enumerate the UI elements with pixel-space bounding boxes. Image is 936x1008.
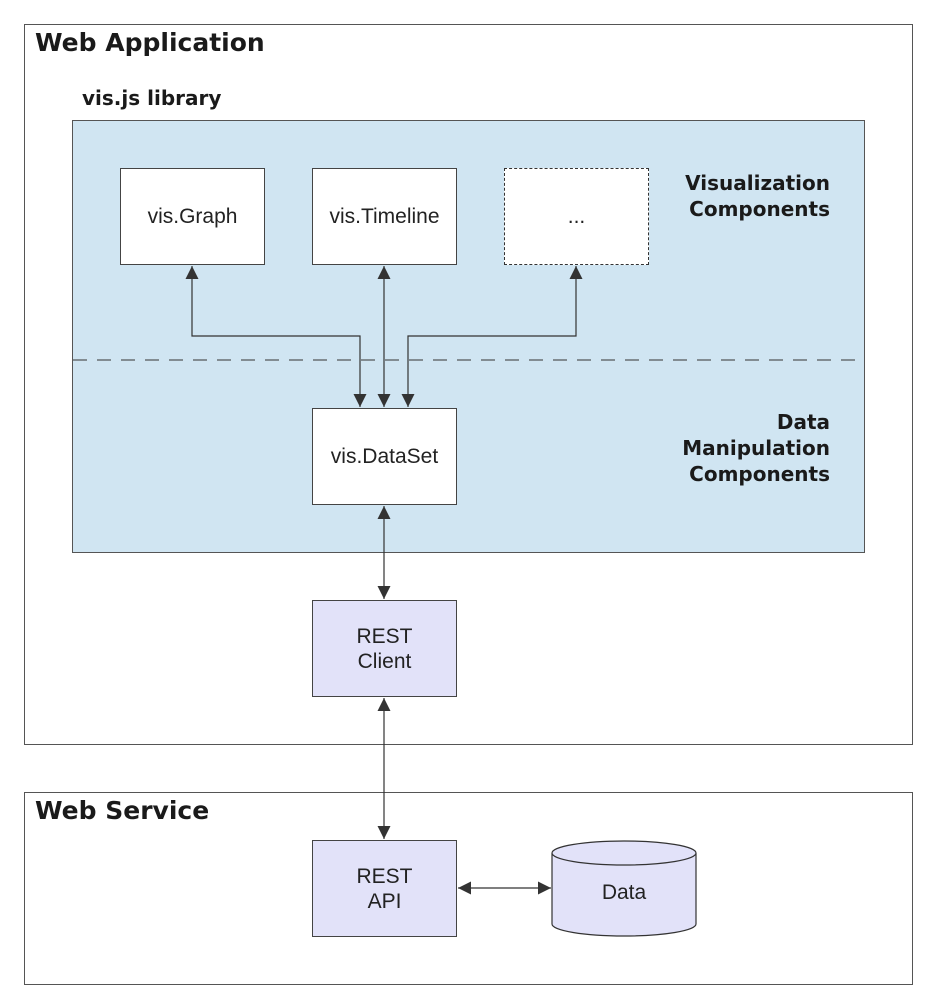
database-icon [551,840,697,937]
rest-client-box: REST Client [312,600,457,697]
rest-api-box: REST API [312,840,457,937]
library-title: vis.js library [82,86,222,110]
data-manipulation-components-label: Data Manipulation Components [682,410,830,486]
web-service-title: Web Service [35,796,210,825]
visualization-components-label: Visualization Components [685,171,830,221]
data-store-label: Data [601,881,647,904]
vis-timeline-box: vis.Timeline [312,168,457,265]
more-components-box: ... [504,168,649,265]
vis-dataset-box: vis.DataSet [312,408,457,505]
graph-dataset-connector [185,266,367,407]
vis-graph-box: vis.Graph [120,168,265,265]
web-application-title: Web Application [35,28,265,57]
more-dataset-connector [401,266,583,407]
